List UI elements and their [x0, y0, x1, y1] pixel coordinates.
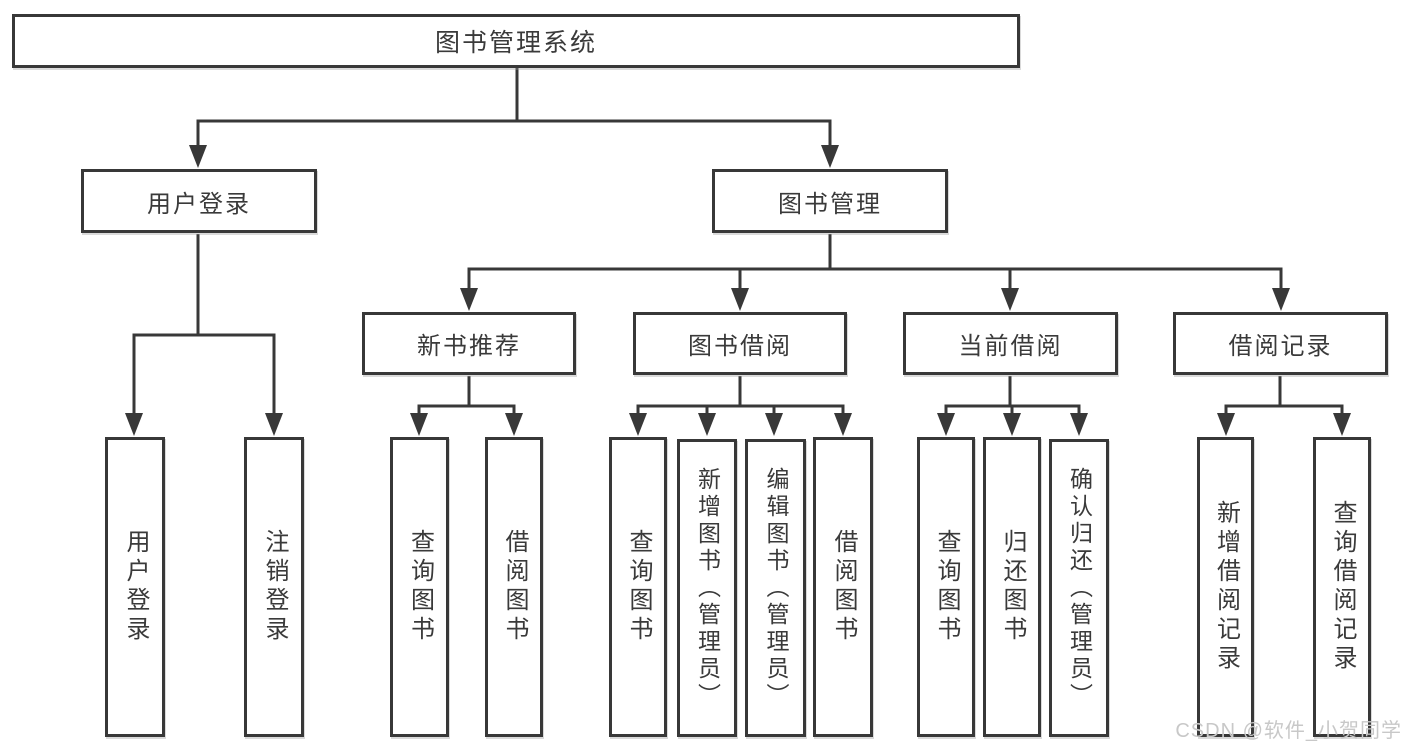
node-root: 图书管理系统	[12, 14, 1020, 68]
node-user-login-branch: 用户登录	[81, 169, 317, 233]
leaf-borrow-book-recommend: 借阅图书	[485, 437, 543, 737]
leaf-return-book: 归还图书	[983, 437, 1041, 737]
leaf-add-borrow-record: 新增借阅记录	[1197, 437, 1254, 737]
node-new-book-recommend: 新书推荐	[362, 312, 576, 375]
node-book-borrow: 图书借阅	[633, 312, 847, 375]
leaf-query-borrow-record: 查询借阅记录	[1313, 437, 1371, 737]
node-borrow-records: 借阅记录	[1173, 312, 1388, 375]
node-book-management: 图书管理	[712, 169, 948, 233]
leaf-borrow-book: 借阅图书	[813, 437, 873, 737]
leaf-query-book-borrow: 查询图书	[609, 437, 667, 737]
leaf-edit-book-admin: 编辑图书（管理员）	[745, 439, 806, 737]
leaf-user-login: 用户登录	[105, 437, 165, 737]
csdn-watermark: CSDN @软件_小贺同学	[1175, 720, 1402, 742]
leaf-confirm-return-admin: 确认归还（管理员）	[1049, 439, 1109, 737]
node-current-borrow: 当前借阅	[903, 312, 1118, 375]
leaf-query-book-recommend: 查询图书	[390, 437, 449, 737]
leaf-add-book-admin: 新增图书（管理员）	[677, 439, 737, 737]
leaf-logout: 注销登录	[244, 437, 304, 737]
leaf-query-book-current: 查询图书	[917, 437, 975, 737]
